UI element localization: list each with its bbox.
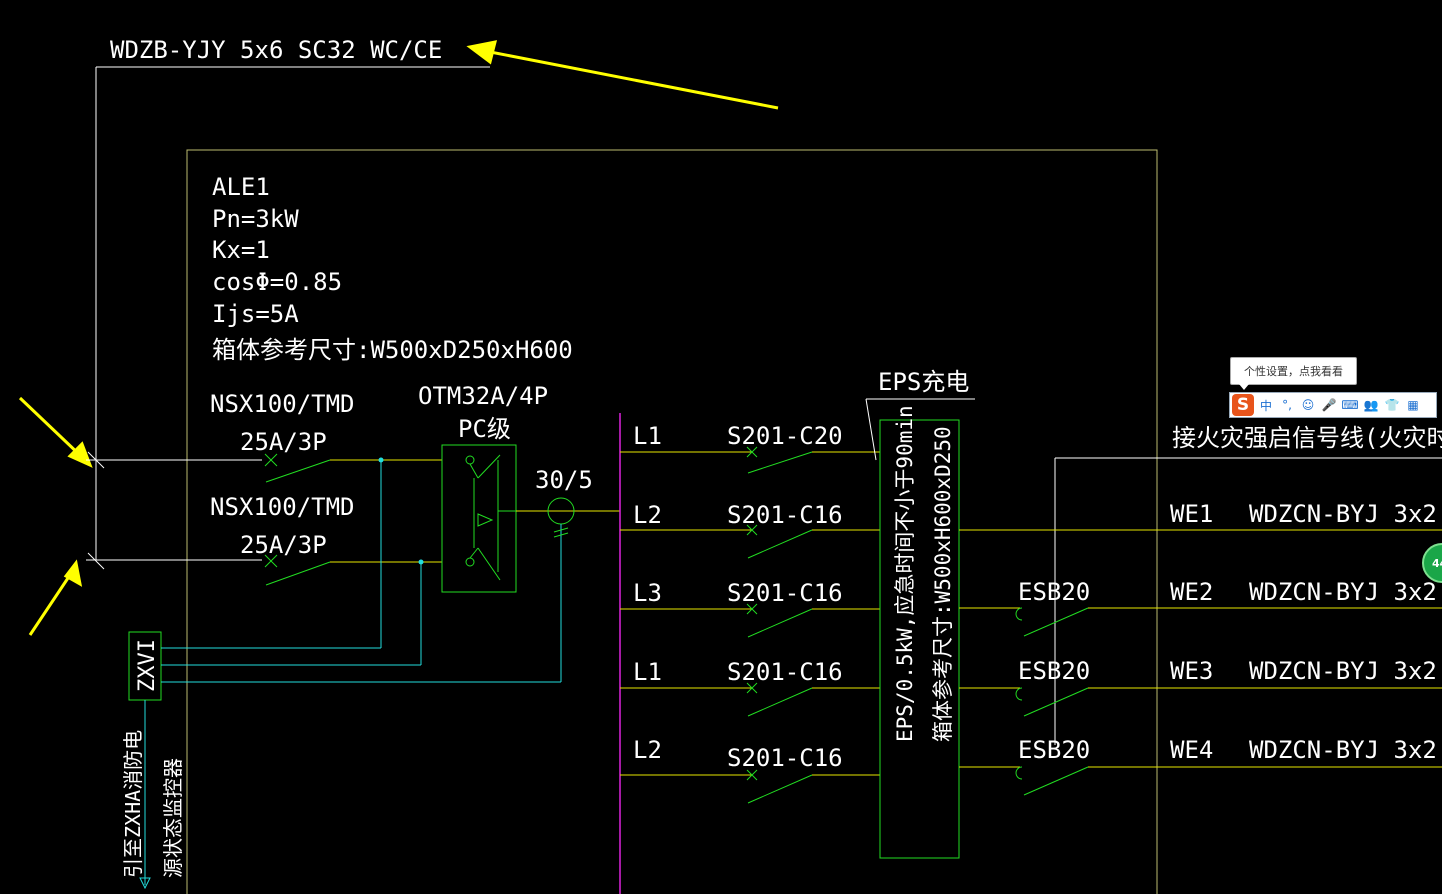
svg-text:ESB20: ESB20 — [1018, 657, 1090, 685]
svg-text:cosΦ=0.85: cosΦ=0.85 — [212, 268, 342, 296]
panel-frame — [186, 149, 1158, 894]
svg-text:NSX100/TMD: NSX100/TMD — [210, 493, 355, 521]
monitor-module: ZXVI 引至ZXHA消防电 源状态监控器 — [121, 460, 561, 890]
branch-circuits: L1 L2 L3 L1 L2 S201-C20 S201-C16 S201-C1… — [620, 422, 880, 804]
svg-text:WDZCN-BYJ 3x2.5: WDZCN-BYJ 3x2.5 — [1249, 657, 1442, 685]
ime-mode-button[interactable]: 中 — [1259, 398, 1272, 413]
svg-text:L2: L2 — [633, 736, 662, 764]
current-transformer: 30/5 — [516, 466, 620, 682]
svg-text:S201-C16: S201-C16 — [727, 579, 843, 607]
svg-text:25A/3P: 25A/3P — [240, 428, 327, 456]
keyboard-icon[interactable]: ⌨ — [1341, 398, 1359, 412]
grid-menu-icon[interactable]: ▦ — [1407, 398, 1419, 412]
incoming-breakers: NSX100/TMD 25A/3P NSX100/TMD 25A/3P — [86, 390, 442, 586]
svg-text:Kx=1: Kx=1 — [212, 236, 270, 264]
eps-charge-leader: EPS充电 — [865, 368, 975, 461]
svg-text:WE4: WE4 — [1170, 736, 1213, 764]
svg-text:ESB20: ESB20 — [1018, 736, 1090, 764]
ats-switch: OTM32A/4P PC级 — [418, 382, 548, 593]
fire-signal: 接火灾强启信号线(火灾时强启) — [1054, 424, 1442, 745]
svg-text:L1: L1 — [633, 422, 662, 450]
svg-text:WDZCN-BYJ 3x2.5: WDZCN-BYJ 3x2.5 — [1249, 736, 1442, 764]
svg-text:PC级: PC级 — [458, 415, 511, 443]
microphone-icon[interactable]: 🎤 — [1321, 398, 1337, 412]
svg-text:ALE1: ALE1 — [212, 173, 270, 201]
svg-text:L2: L2 — [633, 501, 662, 529]
svg-text:EPS充电: EPS充电 — [878, 368, 969, 396]
svg-text:接火灾强启信号线(火灾时强启): 接火灾强启信号线(火灾时强启) — [1172, 424, 1442, 452]
svg-text:WE1: WE1 — [1170, 500, 1213, 528]
svg-text:WE2: WE2 — [1170, 578, 1213, 606]
panel-info: ALE1 Pn=3kW Kx=1 cosΦ=0.85 Ijs=5A 箱体参考尺寸… — [212, 173, 573, 364]
svg-text:引至ZXHA消防电: 引至ZXHA消防电 — [121, 730, 145, 878]
svg-text:25A/3P: 25A/3P — [240, 531, 327, 559]
svg-text:箱体参考尺寸:W500xH600xD250: 箱体参考尺寸:W500xH600xD250 — [931, 426, 955, 742]
svg-text:源状态监控器: 源状态监控器 — [161, 758, 185, 878]
ime-tooltip[interactable]: 个性设置，点我看看 — [1230, 357, 1357, 390]
svg-text:30/5: 30/5 — [535, 466, 593, 494]
emoji-icon[interactable]: ☺ — [1301, 398, 1315, 412]
ime-toolbar: S 中 °, ☺ 🎤 ⌨ 👥 👕 ▦ — [1229, 392, 1437, 418]
svg-text:S201-C16: S201-C16 — [727, 658, 843, 686]
svg-text:S201-C16: S201-C16 — [727, 744, 843, 772]
svg-text:WE3: WE3 — [1170, 657, 1213, 685]
outgoing-circuits: WE1 WDZCN-BYJ 3x2.5 ESB20 WE2 WDZCN-BYJ … — [959, 500, 1442, 796]
svg-text:L1: L1 — [633, 658, 662, 686]
punctuation-icon[interactable]: °, — [1282, 398, 1292, 412]
svg-text:NSX100/TMD: NSX100/TMD — [210, 390, 355, 418]
svg-text:EPS/0.5kW,应急时间不小于90min: EPS/0.5kW,应急时间不小于90min — [893, 405, 917, 742]
user-icon[interactable]: 👥 — [1363, 398, 1379, 412]
svg-text:L3: L3 — [633, 579, 662, 607]
svg-text:S201-C20: S201-C20 — [727, 422, 843, 450]
svg-text:ESB20: ESB20 — [1018, 578, 1090, 606]
svg-text:ZXVI: ZXVI — [135, 639, 160, 692]
svg-text:OTM32A/4P: OTM32A/4P — [418, 382, 548, 410]
annotation-arrows — [18, 40, 779, 636]
svg-text:WDZCN-BYJ 3x2.5: WDZCN-BYJ 3x2.5 — [1249, 500, 1442, 528]
svg-text:WDZCN-BYJ 3x2.5: WDZCN-BYJ 3x2.5 — [1249, 578, 1442, 606]
sogou-logo-icon[interactable]: S — [1232, 394, 1254, 416]
svg-text:S201-C16: S201-C16 — [727, 501, 843, 529]
svg-text:箱体参考尺寸:W500xD250xH600: 箱体参考尺寸:W500xD250xH600 — [212, 336, 573, 364]
incoming-cable-label: WDZB-YJY 5x6 SC32 WC/CE — [110, 36, 442, 64]
eps-box: EPS/0.5kW,应急时间不小于90min 箱体参考尺寸:W500xH600x… — [879, 405, 960, 859]
skin-icon[interactable]: 👕 — [1384, 398, 1400, 412]
svg-text:Pn=3kW: Pn=3kW — [212, 205, 299, 233]
svg-text:Ijs=5A: Ijs=5A — [212, 300, 299, 328]
